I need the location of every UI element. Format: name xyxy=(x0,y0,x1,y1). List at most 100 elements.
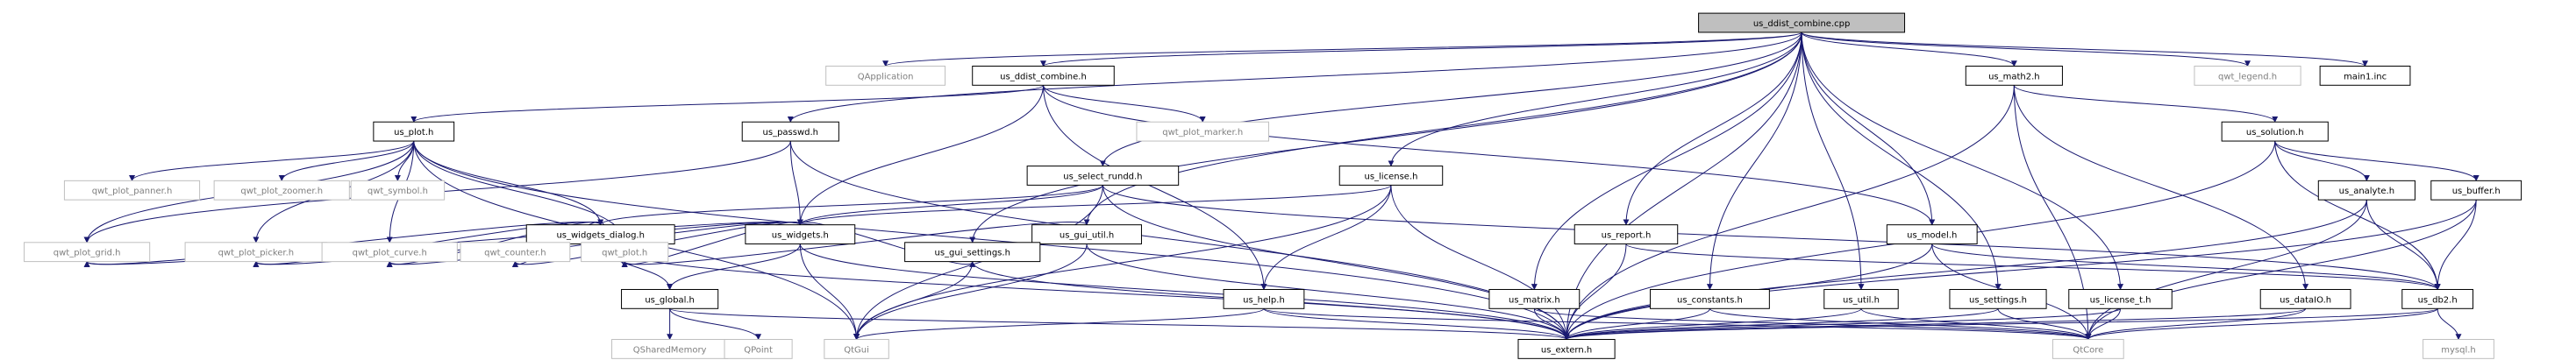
edge-passwd-to-widgets xyxy=(789,141,803,226)
node-passwd[interactable]: us_passwd.h xyxy=(741,121,839,142)
edge-root-to-license_t xyxy=(1801,32,2124,291)
node-label-gui_settings: us_gui_settings.h xyxy=(935,249,1010,258)
edge-us_plot-to-qwt_plot_panner xyxy=(129,140,415,182)
node-box-qwt_symbol xyxy=(350,180,446,201)
node-license_t[interactable]: us_license_t.h xyxy=(2068,288,2173,309)
edge-gui_settings-to-qtgui xyxy=(853,261,974,341)
node-label-qwt_legend: qwt_legend.h xyxy=(2218,72,2277,81)
node-label-qtgui: QtGui xyxy=(844,345,869,355)
node-box-qwt_plot xyxy=(581,242,669,263)
edge-license-to-help xyxy=(1260,185,1392,291)
node-main1[interactable]: main1.inc xyxy=(2319,65,2411,86)
node-db2[interactable]: us_db2.h xyxy=(2401,288,2474,309)
edge-math2-to-extern xyxy=(1563,85,2015,341)
node-label-qwt_plot: qwt_plot.h xyxy=(602,249,647,258)
edge-license_t-to-extern xyxy=(1563,307,2122,341)
node-box-qtgui xyxy=(824,339,889,359)
node-box-db2 xyxy=(2401,288,2474,309)
node-select_rundd[interactable]: us_select_rundd.h xyxy=(1026,166,1180,186)
node-label-qtcore: QtCore xyxy=(2073,345,2103,355)
node-box-main1 xyxy=(2319,65,2411,86)
edge-matrix-to-qtcore xyxy=(1533,307,2092,341)
node-label-qwt_plot_marker: qwt_plot_marker.h xyxy=(1162,128,1243,138)
node-label-model: us_model.h xyxy=(1907,231,1957,241)
node-label-qapplication: QApplication xyxy=(858,72,914,81)
edge-widgets-to-qtgui xyxy=(799,244,860,341)
node-report[interactable]: us_report.h xyxy=(1573,224,1679,244)
edge-select_rundd-to-widgets_dialog xyxy=(597,184,1103,226)
node-widgets_dialog[interactable]: us_widgets_dialog.h xyxy=(525,224,675,244)
edge-root-to-extern xyxy=(1563,32,1802,341)
edge-solution-to-db2 xyxy=(2274,141,2441,291)
node-qwt_plot_zoomer: qwt_plot_zoomer.h xyxy=(213,180,350,201)
node-root[interactable]: us_ddist_combine.cpp xyxy=(1698,12,1906,33)
node-box-us_plot xyxy=(373,121,455,142)
edge-license-to-widgets xyxy=(796,184,1392,226)
edge-db2-to-extern xyxy=(1563,307,2438,341)
node-box-extern xyxy=(1517,339,1616,359)
node-gui_settings[interactable]: us_gui_settings.h xyxy=(904,242,1041,263)
node-us_plot[interactable]: us_plot.h xyxy=(373,121,455,142)
node-extern[interactable]: us_extern.h xyxy=(1517,339,1616,359)
node-label-qwt_symbol: qwt_symbol.h xyxy=(367,187,428,196)
node-label-passwd: us_passwd.h xyxy=(763,128,819,138)
node-label-license: us_license.h xyxy=(1364,172,1417,181)
node-box-gui_util xyxy=(1031,224,1142,244)
node-license[interactable]: us_license.h xyxy=(1338,166,1444,186)
edge-select_rundd-to-db2 xyxy=(1102,185,2441,291)
edge-widgets_dialog-to-extern xyxy=(600,244,1570,341)
edge-util-to-qtcore xyxy=(1860,307,2092,341)
edge-math2-to-dataio xyxy=(2013,85,2309,291)
node-qtgui: QtGui xyxy=(824,339,889,359)
node-box-global xyxy=(621,288,719,309)
node-qwt_symbol: qwt_symbol.h xyxy=(350,180,446,201)
edge-license-to-qtgui xyxy=(853,185,1392,341)
edge-db2-to-qtcore xyxy=(2085,307,2438,341)
edge-report-to-db2 xyxy=(1625,244,2441,291)
node-label-qwt_plot_zoomer: qwt_plot_zoomer.h xyxy=(240,187,323,196)
node-label-qwt_plot_picker: qwt_plot_picker.h xyxy=(218,249,295,258)
node-global[interactable]: us_global.h xyxy=(621,288,719,309)
node-box-passwd xyxy=(741,121,839,142)
node-label-math2: us_math2.h xyxy=(1988,72,2040,81)
edge-util-to-extern xyxy=(1563,307,1862,341)
edge-root-to-main1 xyxy=(1801,32,2368,67)
node-box-qwt_plot_grid xyxy=(24,242,151,263)
edge-widgets-to-gui_settings xyxy=(799,222,976,267)
node-label-gui_util: us_gui_util.h xyxy=(1060,231,1114,241)
node-widgets[interactable]: us_widgets.h xyxy=(745,224,856,244)
node-box-qwt_counter xyxy=(460,242,571,263)
node-label-solution: us_solution.h xyxy=(2246,128,2304,138)
node-help[interactable]: us_help.h xyxy=(1223,288,1305,309)
edge-settings-to-qtcore xyxy=(1997,308,2092,341)
edge-root-to-math2 xyxy=(1801,32,2017,67)
node-box-mysql xyxy=(2423,339,2494,359)
node-ddist_h[interactable]: us_ddist_combine.h xyxy=(972,65,1115,86)
node-box-constants xyxy=(1650,288,1770,309)
node-solution[interactable]: us_solution.h xyxy=(2221,121,2329,142)
edge-root-to-util xyxy=(1801,32,1865,291)
node-qapplication: QApplication xyxy=(825,65,946,86)
node-box-help xyxy=(1223,288,1305,309)
node-constants[interactable]: us_constants.h xyxy=(1650,288,1770,309)
node-buffer[interactable]: us_buffer.h xyxy=(2430,180,2522,201)
edge-dataio-to-qtcore xyxy=(2085,307,2307,341)
edge-global-to-extern xyxy=(669,307,1570,341)
edge-solution-to-buffer xyxy=(2274,140,2480,182)
edge-root-to-matrix xyxy=(1531,32,1802,291)
node-matrix[interactable]: us_matrix.h xyxy=(1488,288,1581,309)
edge-root-to-gui_util xyxy=(1083,32,1802,226)
node-settings[interactable]: us_settings.h xyxy=(1949,288,2047,309)
node-model[interactable]: us_model.h xyxy=(1886,224,1978,244)
edge-us_plot-to-qwt_plot_zoomer xyxy=(278,140,415,182)
node-dataio[interactable]: us_dataIO.h xyxy=(2259,288,2351,309)
node-util[interactable]: us_util.h xyxy=(1823,288,1899,309)
edge-select_rundd-to-widgets xyxy=(796,184,1103,226)
node-label-dataio: us_dataIO.h xyxy=(2280,295,2331,305)
node-box-dataio xyxy=(2259,288,2351,309)
node-math2[interactable]: us_math2.h xyxy=(1965,65,2063,86)
node-gui_util[interactable]: us_gui_util.h xyxy=(1031,224,1142,244)
node-analyte[interactable]: us_analyte.h xyxy=(2317,180,2415,201)
node-label-qwt_plot_grid: qwt_plot_grid.h xyxy=(54,249,121,258)
edge-us_plot-to-qwt_symbol xyxy=(394,141,415,182)
